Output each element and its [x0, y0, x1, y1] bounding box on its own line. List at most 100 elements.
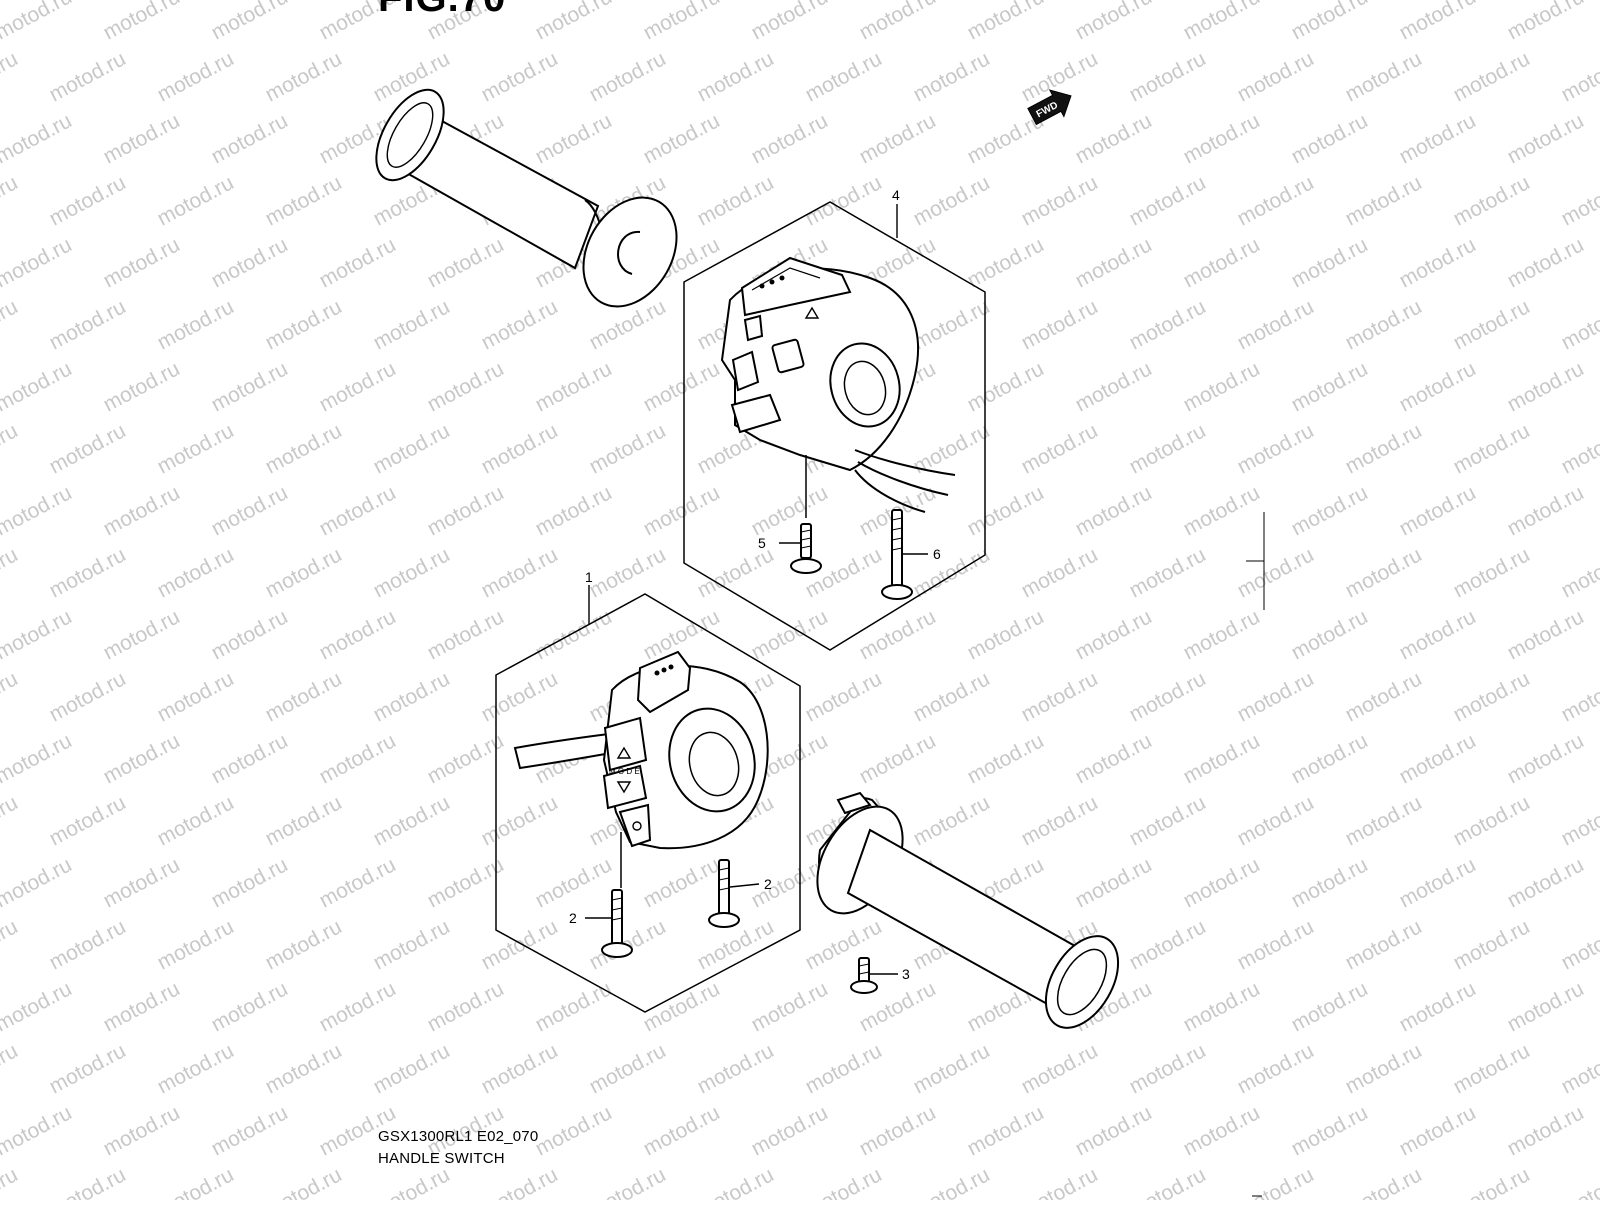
watermark-text: motod.ru — [1072, 233, 1156, 292]
watermark-text: motod.ru — [370, 295, 454, 354]
watermark-text: motod.ru — [802, 667, 886, 726]
watermark-text: motod.ru — [1180, 0, 1264, 44]
watermark-text: motod.ru — [46, 47, 130, 106]
left-handle-switch: M O D E — [513, 650, 769, 888]
watermark-text: motod.ru — [0, 1163, 22, 1200]
watermark-text: motod.ru — [100, 109, 184, 168]
watermark-text: motod.ru — [154, 915, 238, 974]
watermark-text: motod.ru — [0, 977, 76, 1036]
watermark-text: motod.ru — [262, 1163, 346, 1200]
watermark-text: motod.ru — [1180, 1101, 1264, 1160]
watermark-text: motod.ru — [1450, 47, 1534, 106]
watermark-text: motod.ru — [316, 977, 400, 1036]
watermark-text: motod.ru — [748, 1101, 832, 1160]
watermark-text: motod.ru — [1396, 605, 1480, 664]
watermark-text: motod.ru — [0, 0, 76, 44]
section-name: HANDLE SWITCH — [378, 1150, 505, 1167]
watermark-text: motod.ru — [1558, 47, 1600, 106]
watermark-text: motod.ru — [586, 1163, 670, 1200]
watermark-text: motod.ru — [0, 791, 22, 850]
watermark-text: motod.ru — [0, 729, 76, 788]
watermark-text: motod.ru — [154, 419, 238, 478]
watermark-text: motod.ru — [1072, 109, 1156, 168]
watermark-text: motod.ru — [1126, 1163, 1210, 1200]
watermark-text: motod.ru — [964, 233, 1048, 292]
watermark-text: motod.ru — [46, 543, 130, 602]
watermark-text: motod.ru — [1234, 667, 1318, 726]
watermark-text: motod.ru — [1180, 109, 1264, 168]
watermark-text: motod.ru — [532, 0, 616, 44]
watermark-text: motod.ru — [370, 543, 454, 602]
watermark-text: motod.ru — [1342, 667, 1426, 726]
callout-2a: 2 — [569, 910, 577, 926]
model-code: GSX1300RL1 E02_070 — [378, 1128, 539, 1145]
screw-part-2-left — [601, 889, 633, 958]
watermark-text: motod.ru — [1558, 543, 1600, 602]
watermark-text: motod.ru — [1450, 1163, 1534, 1200]
watermark-text: motod.ru — [46, 791, 130, 850]
watermark-text: motod.ru — [856, 0, 940, 44]
watermark-text: motod.ru — [1126, 419, 1210, 478]
callout-5: 5 — [758, 535, 766, 551]
watermark-text: motod.ru — [478, 543, 562, 602]
watermark-text: motod.ru — [0, 47, 22, 106]
watermark-text: motod.ru — [0, 109, 76, 168]
watermark-text: motod.ru — [154, 1039, 238, 1098]
watermark-text: motod.ru — [1288, 0, 1372, 44]
crop-mark — [1246, 512, 1265, 1197]
watermark-text: motod.ru — [964, 605, 1048, 664]
screw-part-5 — [790, 523, 822, 574]
watermark-text: motod.ru — [370, 419, 454, 478]
watermark-text: motod.ru — [1072, 729, 1156, 788]
watermark-text: motod.ru — [0, 171, 22, 230]
watermark-text: motod.ru — [1072, 357, 1156, 416]
watermark-text: motod.ru — [1450, 171, 1534, 230]
watermark-text: motod.ru — [1450, 915, 1534, 974]
watermark-text: motod.ru — [0, 1101, 76, 1160]
watermark-text: motod.ru — [316, 605, 400, 664]
watermark-text: motod.ru — [856, 1101, 940, 1160]
watermark-text: motod.ru — [478, 419, 562, 478]
watermark-text: motod.ru — [1504, 853, 1588, 912]
watermark-text: motod.ru — [1558, 791, 1600, 850]
watermark-text: motod.ru — [1504, 0, 1588, 44]
watermark-text: motod.ru — [208, 729, 292, 788]
watermark-text: motod.ru — [0, 357, 76, 416]
watermark-text: motod.ru — [1234, 171, 1318, 230]
watermark-text: motod.ru — [1180, 233, 1264, 292]
watermark-text: motod.ru — [1342, 1039, 1426, 1098]
watermark-text: motod.ru — [1396, 1101, 1480, 1160]
watermark-text: motod.ru — [0, 233, 76, 292]
watermark-text: motod.ru — [1450, 419, 1534, 478]
watermark-text: motod.ru — [532, 357, 616, 416]
watermark-text: motod.ru — [370, 667, 454, 726]
watermark-text: motod.ru — [1558, 1163, 1600, 1200]
screw-part-3 — [850, 957, 878, 994]
watermark-text: motod.ru — [1072, 481, 1156, 540]
watermark-text: motod.ru — [1018, 791, 1102, 850]
watermark-text: motod.ru — [208, 605, 292, 664]
watermark-text: motod.ru — [748, 977, 832, 1036]
watermark-text: motod.ru — [964, 357, 1048, 416]
watermark-text: motod.ru — [1180, 977, 1264, 1036]
watermark-text: motod.ru — [154, 295, 238, 354]
watermark-text: motod.ru — [1342, 295, 1426, 354]
watermark-text: motod.ru — [802, 915, 886, 974]
watermark-text: motod.ru — [1072, 605, 1156, 664]
watermark-text: motod.ru — [1558, 1039, 1600, 1098]
watermark-text: motod.ru — [0, 481, 76, 540]
watermark-text: motod.ru — [154, 171, 238, 230]
watermark-text: motod.ru — [1342, 47, 1426, 106]
watermark-text: motod.ru — [1396, 109, 1480, 168]
watermark-text: motod.ru — [424, 481, 508, 540]
watermark-text: motod.ru — [1288, 605, 1372, 664]
watermark-text: motod.ru — [262, 791, 346, 850]
watermark-text: motod.ru — [1450, 791, 1534, 850]
callout-1: 1 — [585, 569, 593, 585]
watermark-text: motod.ru — [370, 1039, 454, 1098]
watermark-text: motod.ru — [316, 853, 400, 912]
watermark-text: motod.ru — [316, 729, 400, 788]
watermark-text: motod.ru — [1450, 1039, 1534, 1098]
